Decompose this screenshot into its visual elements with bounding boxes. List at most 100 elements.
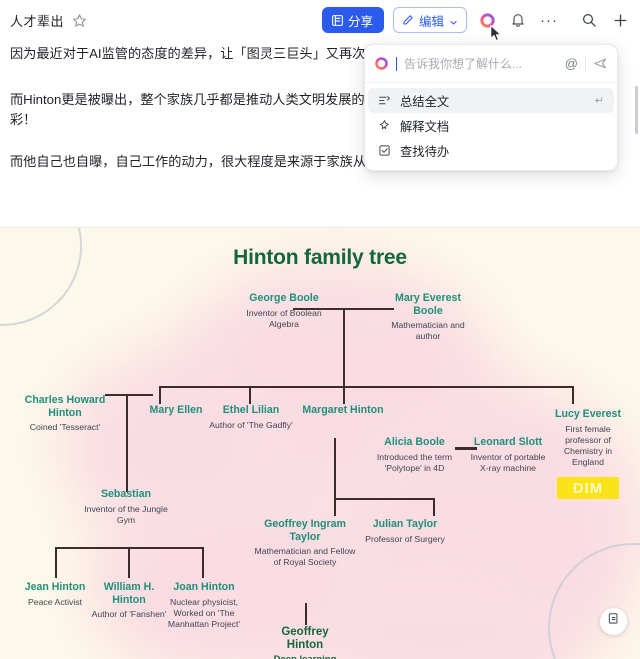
connector-line [343,386,345,404]
ai-menu-item-label: 总结全文 [400,94,450,109]
connector-line [334,438,336,498]
ai-menu-item-find-todos[interactable]: 查找待办 [368,138,614,163]
connector-line [202,547,204,578]
checkbox-icon [378,144,391,157]
ai-input-row[interactable]: 告诉我你想了解什么... @ [365,45,617,83]
sparkle-doc-icon [378,119,391,132]
connector-line [334,498,434,500]
node-name: Ethel Lilian [222,404,280,416]
node-name: Geoffrey Ingram Taylor [264,518,346,543]
node-name: Julian Taylor [372,518,438,530]
search-button[interactable] [578,9,600,31]
node-description: Mathematician and author [391,320,465,341]
tree-node-sebastian: Sebastian Inventor of the Jungle Gym [78,488,174,526]
pencil-icon [402,14,414,26]
connector-line [334,498,336,516]
copy-document-button[interactable] [600,608,627,635]
tree-node-mary-everest-boole: Mary Everest Boole Mathematician and aut… [382,292,474,342]
node-name: Jean Hinton [24,581,86,593]
text-caret [396,56,397,71]
ai-prompt-input[interactable]: 告诉我你想了解什么... [404,57,523,71]
connector-line [128,547,130,578]
connector-line [105,394,153,396]
share-button[interactable]: 分享 [321,7,384,33]
node-description: Nuclear physicist, Worked on 'The Manhat… [167,596,241,629]
tree-node-julian-taylor: Julian Taylor Professor of Surgery [360,518,450,545]
node-name: William H. Hinton [103,581,155,606]
connector-line [305,603,307,625]
node-description: Deep learning [262,654,348,659]
tree-node-margaret-hinton: Margaret Hinton [300,404,386,420]
node-description: Coined 'Tesseract' [29,422,101,432]
connector-line [159,386,161,404]
plus-icon [612,12,629,29]
ai-menu-item-label: 查找待办 [400,144,450,159]
node-name: Margaret Hinton [302,404,384,416]
node-name: Sebastian [100,488,152,500]
connector-line [455,447,477,450]
tree-node-ethel-lilian: Ethel Lilian Author of 'The Gadfly' [207,404,295,431]
top-toolbar: 人才辈出 分享 [0,0,640,40]
chart-title: Hinton family tree [233,246,407,269]
family-tree-canvas: Hinton family tree DIM [0,228,640,659]
paragraph: 而Hinton更是被曝出，整个家族几乎都是推动人类文明发展的科学 彩！ [10,92,391,127]
node-name: Charles Howard Hinton [24,394,106,419]
node-description: Mathematician and Fellow of Royal Societ… [254,546,356,567]
ellipsis-icon: ··· [540,11,558,29]
connector-line [55,547,57,578]
connector-line [159,386,574,388]
chevron-down-icon [449,16,458,25]
node-name: Alicia Boole [384,436,445,448]
ai-menu-item-label: 解释文档 [400,119,450,134]
send-arrow-icon[interactable] [593,56,608,71]
family-tree-image: Hinton family tree DIM [0,227,640,659]
tree-node-george-boole: George Boole Inventor of Boolean Algebra [236,292,332,330]
connector-line [126,394,128,492]
enter-key-hint: ↵ [594,95,604,107]
ai-assistant-button[interactable] [476,9,498,31]
star-outline-icon[interactable] [72,13,87,28]
more-options-button[interactable]: ··· [538,9,560,31]
summarize-icon [378,94,391,107]
tree-node-joan-hinton: Joan Hinton Nuclear physicist, Worked on… [163,581,245,630]
connector-line [343,308,345,386]
node-name: Joan Hinton [173,581,235,593]
tree-node-lucy-everest: Lucy Everest First female professor of C… [549,408,627,468]
notifications-button[interactable] [507,9,529,31]
divider [585,56,586,71]
ai-assistant-ring-icon [479,12,496,29]
bell-icon [510,12,526,28]
node-name: Leonard Slott [473,436,543,448]
node-description: First female professor of Chemistry in E… [563,423,613,467]
vertical-scrollbar[interactable] [635,86,638,134]
node-description: Author of 'Fanshen' [91,609,167,619]
ai-menu-item-explain[interactable]: 解释文档 [368,113,614,138]
at-mention-icon[interactable]: @ [564,56,578,71]
tree-node-alicia-boole: Alicia Boole Introduced the term 'Polyto… [362,436,467,474]
node-name: Mary Ellen [149,404,203,416]
share-button-label: 分享 [347,14,373,29]
ai-assistant-panel: 告诉我你想了解什么... @ 总结全文 ↵ [364,44,618,171]
ai-menu-item-summarize[interactable]: 总结全文 ↵ [368,88,614,113]
search-icon [581,12,597,28]
node-description: Inventor of portable X-ray machine [470,451,546,473]
connector-line [433,498,435,516]
ai-suggestion-menu: 总结全文 ↵ 解释文档 查找待办 [365,83,617,170]
edit-mode-button[interactable]: 编辑 [392,7,467,33]
node-description: Inventor of Boolean Algebra [246,307,322,329]
publisher-logo: DIM [557,477,619,499]
tree-node-mary-ellen: Mary Ellen [133,404,219,420]
ai-assistant-ring-icon [374,56,389,71]
node-description: Professor of Surgery [365,533,445,544]
share-doc-icon [331,14,344,27]
tree-node-jean-hinton: Jean Hinton Peace Activist [12,581,98,608]
tree-node-geoffrey-hinton: Geoffrey Hinton Deep learning [262,626,348,659]
edit-mode-label: 编辑 [418,14,444,29]
node-name: Lucy Everest [555,408,621,420]
toolbar-actions: 分享 编辑 [321,7,640,33]
add-button[interactable] [609,9,631,31]
decorative-blob [60,348,300,548]
paragraph: 因为最近对于AI监管的态度的差异，让「图灵三巨头」又再次来到 [10,46,392,61]
page-title: 人才辈出 [10,13,65,29]
